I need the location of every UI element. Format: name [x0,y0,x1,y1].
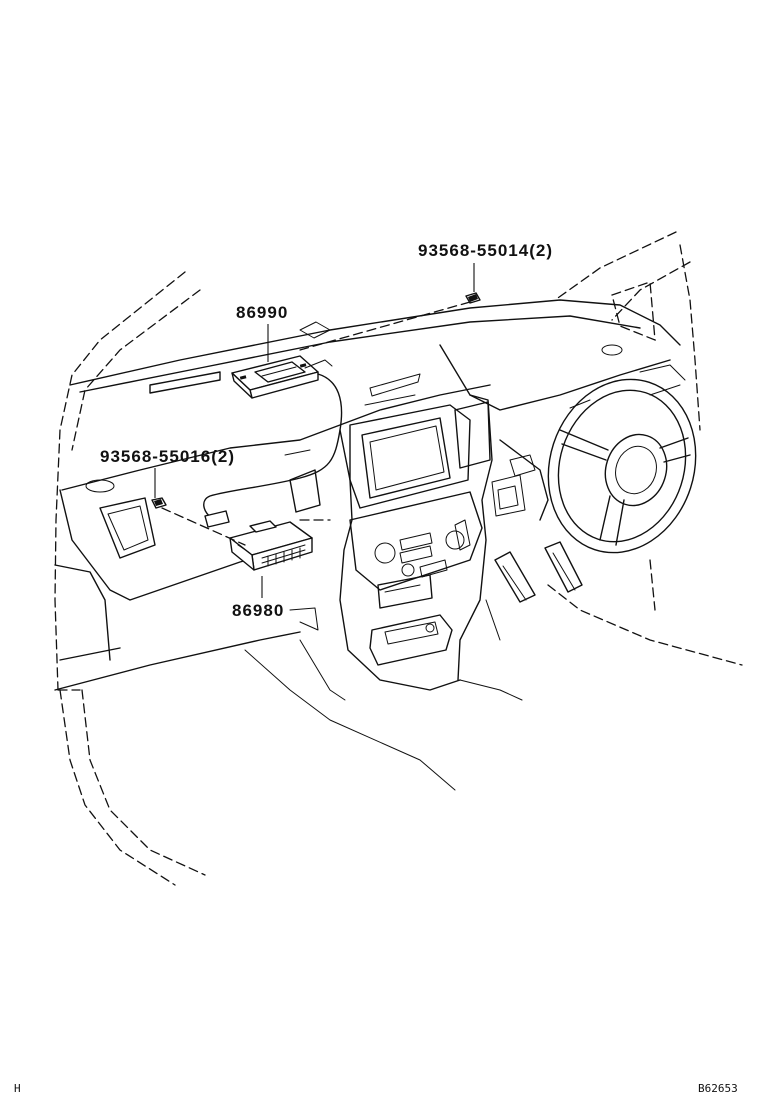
bolt-upper-icon [465,292,481,304]
callout-bolt-upper: 93568-55014(2) [418,241,553,260]
dashboard-top [61,299,681,493]
antenna-cable [203,373,343,519]
footer-left-code: H [14,1082,21,1095]
driver-dash-area [485,364,686,641]
callout-antenna: 86990 [236,303,288,322]
footer-right-code: B62653 [698,1082,738,1095]
bolt-lower-icon [151,497,167,509]
receiver-unit-icon [229,520,313,571]
callout-receiver: 86980 [232,601,284,620]
callout-leaders [154,263,475,598]
antenna-unit-icon [231,355,333,399]
vehicle-body-outline [54,231,743,886]
installation-guide-lines [161,301,471,546]
callout-bolt-lower: 93568-55016(2) [100,447,235,466]
passenger-dash-panel [54,449,321,691]
steering-wheel-icon [547,378,697,554]
antenna-cable-connector [204,510,230,528]
center-console [244,394,523,791]
